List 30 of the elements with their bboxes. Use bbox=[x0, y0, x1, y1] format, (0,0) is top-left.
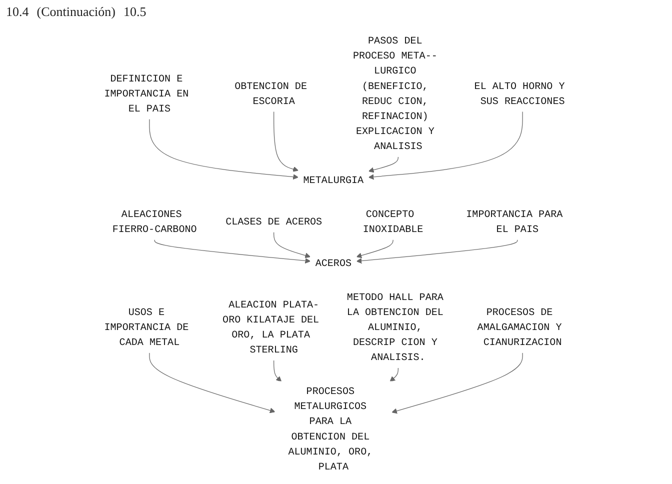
arrow bbox=[392, 352, 523, 414]
arrow bbox=[149, 118, 298, 180]
node-text: OBTENCION DE ESCORIA bbox=[234, 80, 307, 108]
arrow bbox=[149, 352, 276, 414]
node-text: USOS E IMPORTANCIA DE CADA METAL bbox=[104, 306, 189, 348]
arrow bbox=[390, 367, 398, 382]
node-text: EL ALTO HORNO Y SUS REACCIONES bbox=[474, 80, 565, 108]
node-text: CLASES DE ACEROS bbox=[226, 216, 322, 228]
node-text: IMPORTANCIA PARA EL PAIS bbox=[466, 208, 563, 236]
node-text: DEFINICION E IMPORTANCIA EN EL PAIS bbox=[104, 73, 189, 115]
section-number: (Continuación) bbox=[36, 4, 116, 19]
arrow bbox=[368, 111, 523, 180]
node-text: ALEACION PLATA-ORO KILATAJE DEL ORO, LA PLATA STERLING bbox=[222, 299, 320, 356]
arrow bbox=[356, 239, 518, 264]
arrow bbox=[356, 239, 394, 258]
arrow bbox=[368, 156, 398, 173]
node-text: ACEROS bbox=[315, 258, 352, 270]
arrow bbox=[154, 239, 311, 264]
arrow bbox=[274, 111, 298, 172]
section-number: 10.5 bbox=[123, 4, 146, 19]
section-number: 10.4 bbox=[6, 4, 29, 19]
arrow bbox=[274, 232, 311, 258]
node-text: PROCESOS METALURGICOS PARA LA OBTENCION DEL ALUMINIO, ORO, PLATA bbox=[288, 386, 373, 473]
node-text: PROCESOS DE AMALGAMACION Y CIANURIZACION bbox=[477, 306, 562, 348]
node-text: ALEACIONES FIERRO-CARBONO bbox=[112, 208, 197, 236]
arrow bbox=[274, 360, 282, 382]
node-text: CONCEPTO INOXIDABLE bbox=[362, 208, 424, 236]
node-text: PASOS DEL PROCESO META-- LURGICO (BENEFICIO, REDUC CION, REFINACION) EXPLICACION Y ANALISIS bbox=[352, 35, 438, 152]
node-text: METALURGIA bbox=[303, 174, 364, 186]
node-text: METODO HALL PARA LA OBTENCION DEL ALUMINIO, DESCRIP CION Y ANALISIS. bbox=[346, 292, 444, 364]
